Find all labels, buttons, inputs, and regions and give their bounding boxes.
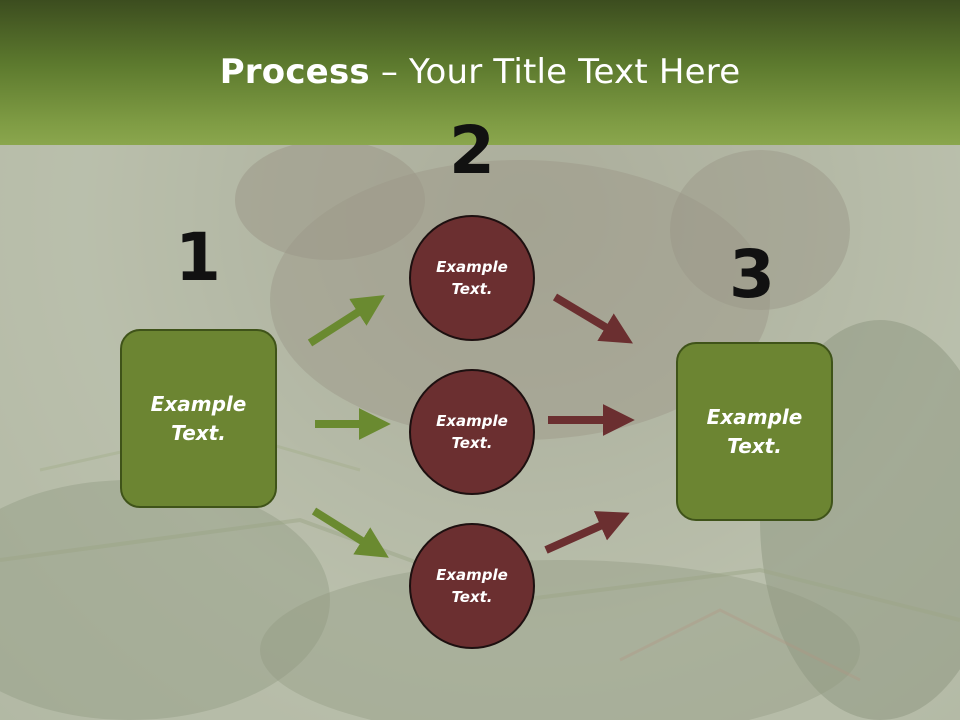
step-number-2: 2: [449, 112, 495, 189]
step-number-3: 3: [729, 236, 775, 313]
title-bar: [0, 0, 960, 145]
title-rest: – Your Title Text Here: [369, 52, 741, 92]
arrow-1-to-circle-3: [311, 507, 389, 558]
arrow-circle-3-to-3: [544, 511, 630, 554]
step-2-circle-3[interactable]: Example Text.: [409, 523, 535, 649]
arrow-1-to-circle-1: [307, 295, 385, 347]
arrow-circle-1-to-3: [552, 293, 633, 344]
step-number-1: 1: [175, 219, 221, 296]
slide-title[interactable]: Process – Your Title Text Here: [0, 52, 960, 92]
step-1-box[interactable]: Example Text.: [120, 329, 277, 508]
step-2-circle-2[interactable]: Example Text.: [409, 369, 535, 495]
title-bold: Process: [219, 52, 370, 92]
step-3-box[interactable]: Example Text.: [676, 342, 833, 521]
step-2-circle-1[interactable]: Example Text.: [409, 215, 535, 341]
